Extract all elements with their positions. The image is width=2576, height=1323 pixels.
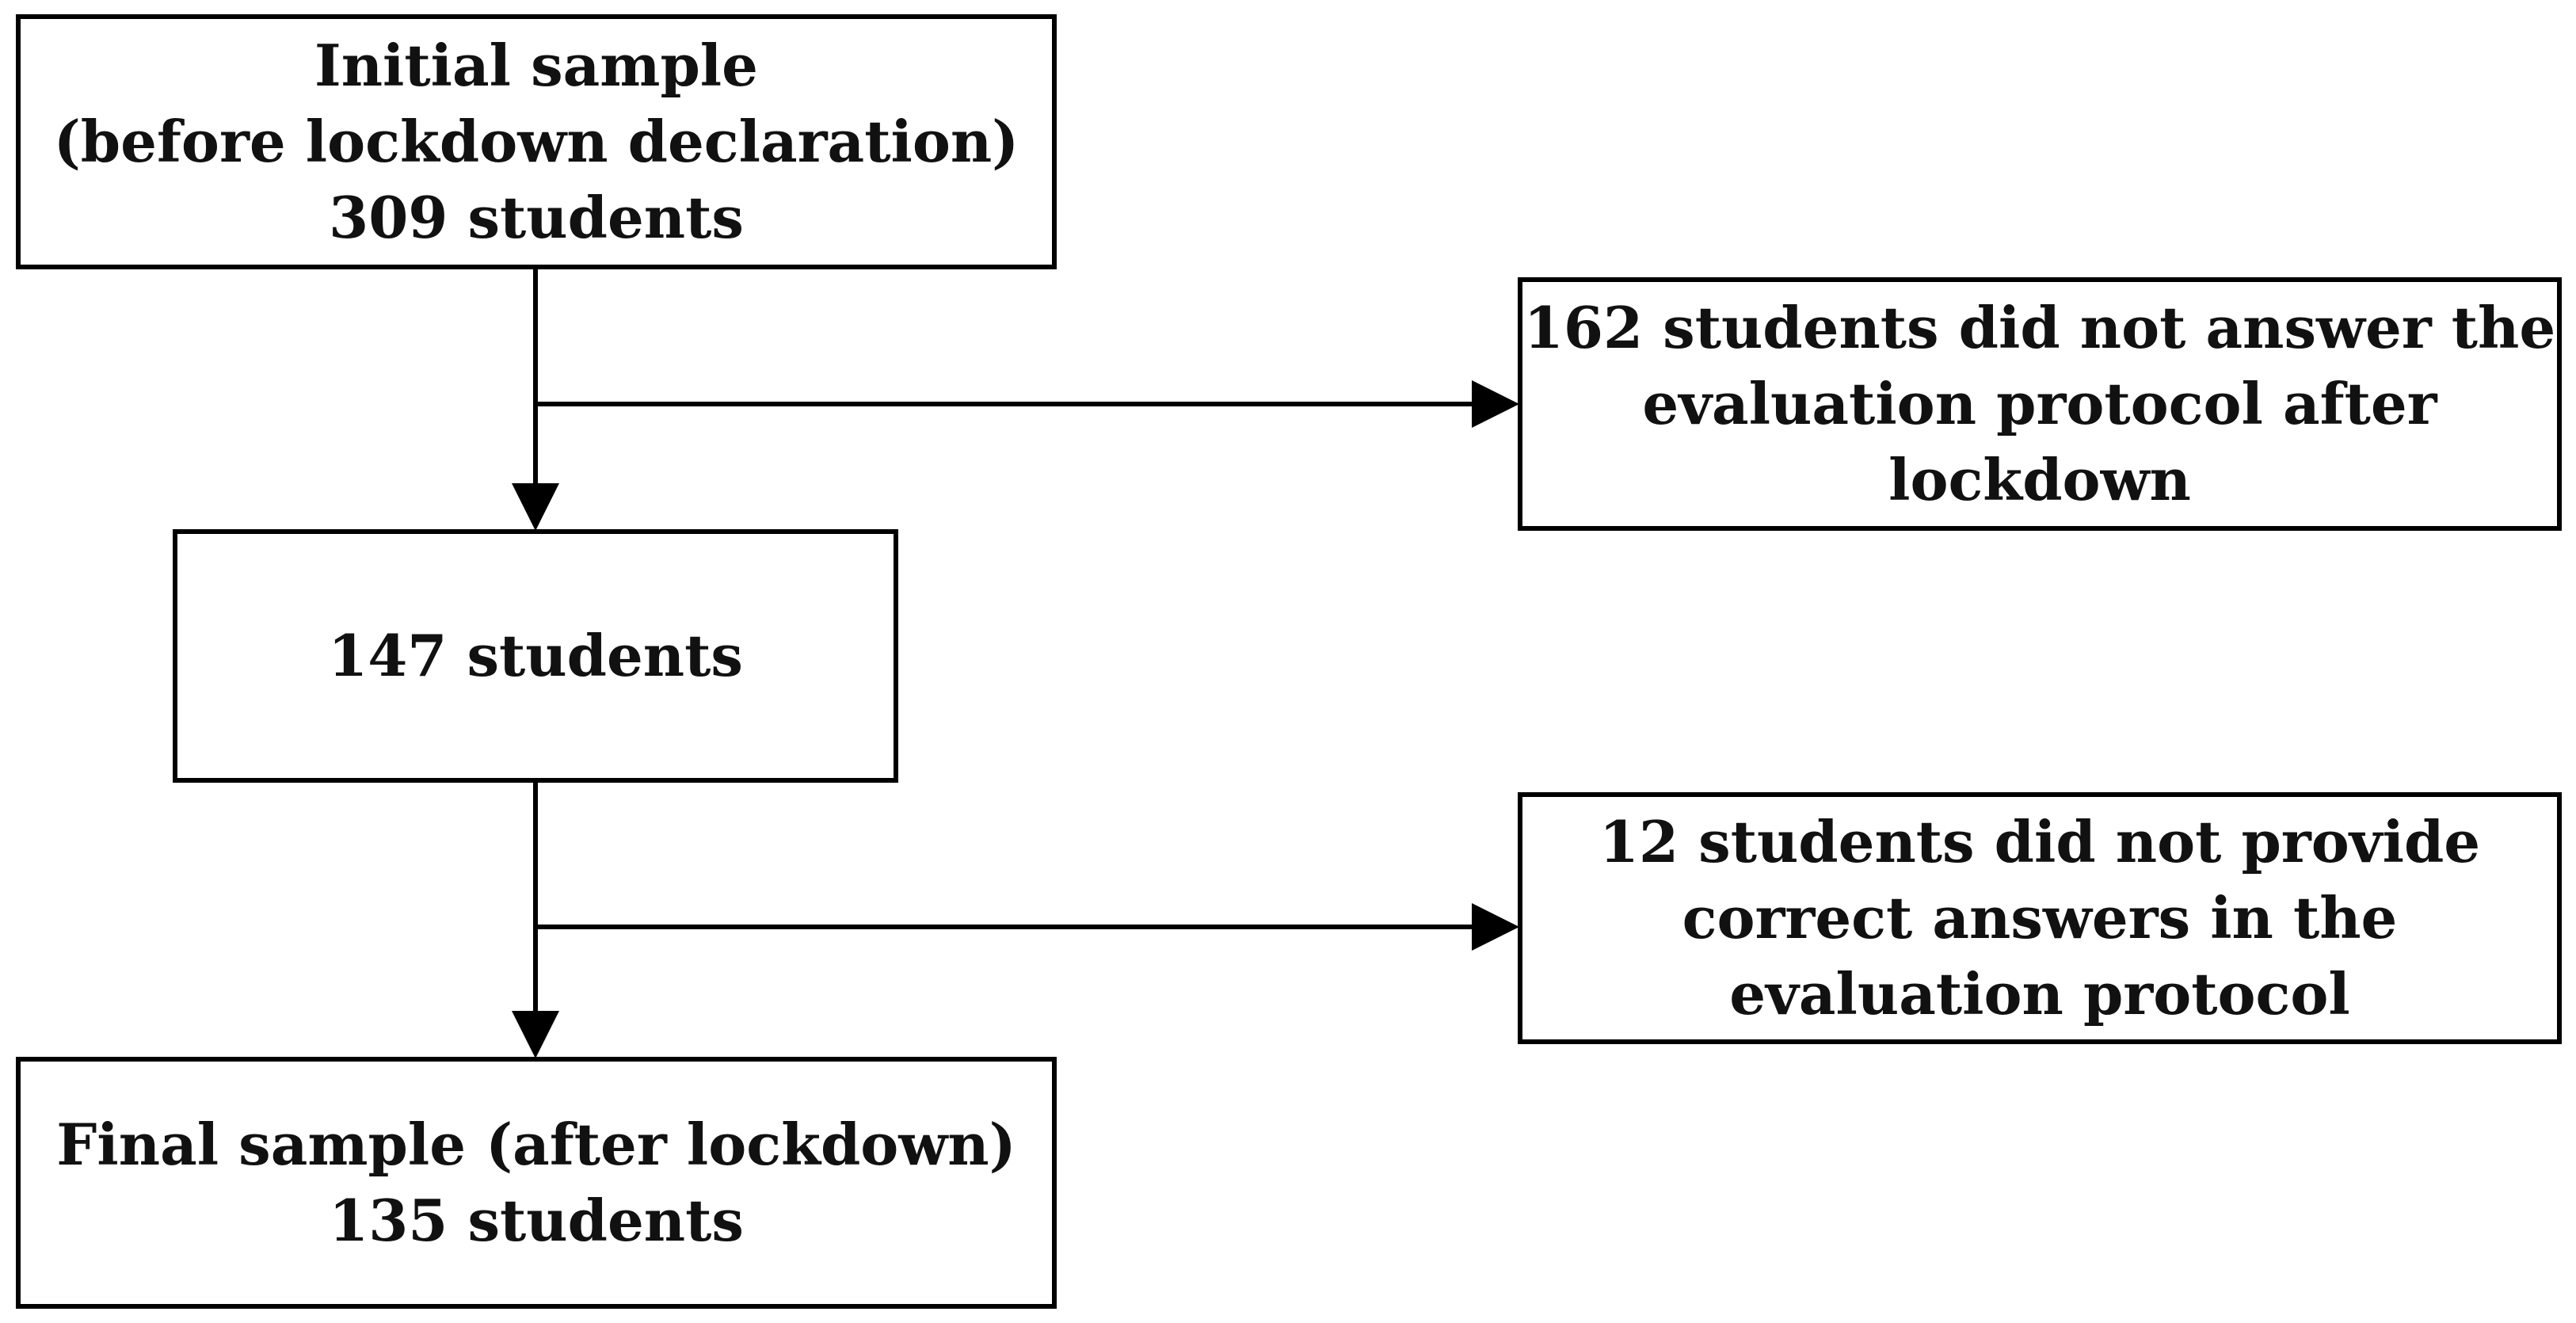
excluded-incorrect-box: 12 students did not provide correct answ… [1518,792,2562,1044]
excluded-incorrect-line-3: evaluation protocol [1729,960,2350,1028]
excluded-incorrect-line-2: correct answers in the [1682,884,2398,951]
excluded-incorrect-line-1: 12 students did not provide [1599,808,2481,875]
initial-sample-line-3: 309 students [329,184,744,251]
initial-sample-line-2: (before lockdown declaration) [53,108,1019,175]
excluded-no-answer-line-1: 162 students did not answer the [1523,294,2556,361]
remaining-sample-line-1: 147 students [328,622,743,689]
excluded-no-answer-box: 162 students did not answer the evaluati… [1518,277,2562,531]
remaining-sample-box: 147 students [173,529,898,783]
final-sample-line-2: 135 students [329,1187,744,1254]
excluded-no-answer-line-2: evaluation protocol after [1642,370,2437,437]
final-sample-box: Final sample (after lockdown) 135 studen… [16,1057,1057,1309]
excluded-no-answer-line-3: lockdown [1888,446,2191,513]
initial-sample-box: Initial sample (before lockdown declarat… [16,14,1057,269]
initial-sample-line-1: Initial sample [314,32,758,99]
final-sample-line-1: Final sample (after lockdown) [56,1111,1016,1178]
